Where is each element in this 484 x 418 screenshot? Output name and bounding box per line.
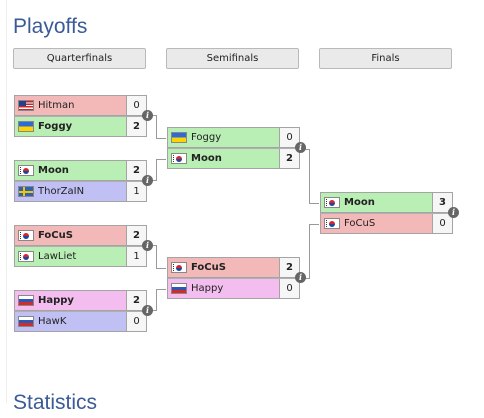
player-score: 0 xyxy=(279,128,299,147)
match-slot[interactable]: FoCuS 2 i xyxy=(14,225,153,251)
match-slot[interactable]: Moon 2 i xyxy=(14,160,153,186)
match-slot[interactable]: FoCuS 0 xyxy=(320,213,453,234)
bracket-connector xyxy=(156,159,166,160)
kr-flag-icon xyxy=(18,251,34,262)
match-slot[interactable]: Happy 0 xyxy=(167,278,300,299)
player-score: 1 xyxy=(126,247,146,266)
kr-flag-icon xyxy=(324,218,340,229)
player-score: 0 xyxy=(432,214,452,233)
player-name: FoCuS xyxy=(344,218,376,229)
bracket-connector xyxy=(309,224,319,225)
player-name: ThorZaIN xyxy=(38,186,85,197)
match-quarterfinal-1: Hitman 0 i Foggy 2 xyxy=(14,95,153,137)
player-name: Foggy xyxy=(191,132,222,143)
match-info-icon[interactable]: i xyxy=(142,305,153,316)
match-slot[interactable]: Foggy 2 xyxy=(14,116,147,137)
player-name: Moon xyxy=(191,153,222,164)
match-info-icon[interactable]: i xyxy=(142,110,153,121)
bracket-connector xyxy=(156,289,157,311)
player-name: FoCuS xyxy=(38,230,73,241)
se-flag-icon xyxy=(18,186,34,197)
kr-flag-icon xyxy=(324,197,340,208)
ua-flag-icon xyxy=(18,121,34,132)
ua-flag-icon xyxy=(171,132,187,143)
bracket-connector xyxy=(309,203,319,204)
bracket-connector xyxy=(309,224,310,279)
player-score: 2 xyxy=(126,117,146,136)
match-info-icon[interactable]: i xyxy=(142,240,153,251)
player-score: 2 xyxy=(126,161,146,180)
match-quarterfinal-3: FoCuS 2 i LawLiet 1 xyxy=(14,225,153,267)
kr-flag-icon xyxy=(18,165,34,176)
player-name: Hitman xyxy=(38,100,75,111)
player-score: 0 xyxy=(126,312,146,331)
player-score: 2 xyxy=(126,226,146,245)
player-score: 0 xyxy=(126,96,146,115)
player-name: Moon xyxy=(38,165,69,176)
match-final: Moon 3 i FoCuS 0 xyxy=(320,192,459,234)
bracket-connector xyxy=(309,149,310,203)
player-score: 0 xyxy=(279,279,299,298)
player-score: 2 xyxy=(279,149,299,168)
match-quarterfinal-2: Moon 2 i ThorZaIN 1 xyxy=(14,160,153,202)
match-semifinal-2: FoCuS 2 i Happy 0 xyxy=(167,257,306,299)
match-quarterfinal-4: Happy 2 i HawK 0 xyxy=(14,290,153,332)
match-semifinal-1: Foggy 0 i Moon 2 xyxy=(167,127,306,169)
match-slot[interactable]: Happy 2 i xyxy=(14,290,153,316)
match-info-icon[interactable]: i xyxy=(448,207,459,218)
round-header-quarterfinals: Quarterfinals xyxy=(13,48,146,69)
player-name: Moon xyxy=(344,197,375,208)
match-info-icon[interactable]: i xyxy=(295,142,306,153)
player-score: 1 xyxy=(126,182,146,201)
match-slot[interactable]: Moon 2 xyxy=(167,148,300,169)
bracket-connector xyxy=(156,138,166,139)
match-info-icon[interactable]: i xyxy=(142,175,153,186)
player-score: 3 xyxy=(432,193,452,212)
player-name: FoCuS xyxy=(191,262,226,273)
bracket-connector xyxy=(156,245,157,268)
content-left-border xyxy=(6,0,7,403)
match-slot[interactable]: HawK 0 xyxy=(14,311,147,332)
kr-flag-icon xyxy=(171,153,187,164)
round-header-semifinals: Semifinals xyxy=(166,48,299,69)
match-info-icon[interactable]: i xyxy=(295,272,306,283)
player-name: Happy xyxy=(191,283,224,294)
player-name: Foggy xyxy=(38,121,73,132)
match-slot[interactable]: Foggy 0 i xyxy=(167,127,306,153)
bracket-connector xyxy=(156,268,166,269)
kr-flag-icon xyxy=(171,262,187,273)
match-slot[interactable]: Hitman 0 i xyxy=(14,95,153,121)
player-name: LawLiet xyxy=(38,251,77,262)
player-score: 2 xyxy=(126,291,146,310)
statistics-section-title: Statistics xyxy=(13,391,98,414)
match-slot[interactable]: LawLiet 1 xyxy=(14,246,147,267)
bracket-connector xyxy=(156,289,166,290)
match-slot[interactable]: ThorZaIN 1 xyxy=(14,181,147,202)
us-flag-icon xyxy=(18,100,34,111)
player-score: 2 xyxy=(279,258,299,277)
bracket-connector xyxy=(156,115,157,138)
round-header-finals: Finals xyxy=(319,48,452,69)
match-slot[interactable]: Moon 3 i xyxy=(320,192,459,218)
ru-flag-icon xyxy=(171,283,187,294)
ru-flag-icon xyxy=(18,295,34,306)
match-slot[interactable]: FoCuS 2 i xyxy=(167,257,306,283)
page-title: Playoffs xyxy=(13,15,88,38)
bracket-connector xyxy=(156,159,157,181)
player-name: HawK xyxy=(38,316,67,327)
ru-flag-icon xyxy=(18,316,34,327)
kr-flag-icon xyxy=(18,230,34,241)
player-name: Happy xyxy=(38,295,74,306)
